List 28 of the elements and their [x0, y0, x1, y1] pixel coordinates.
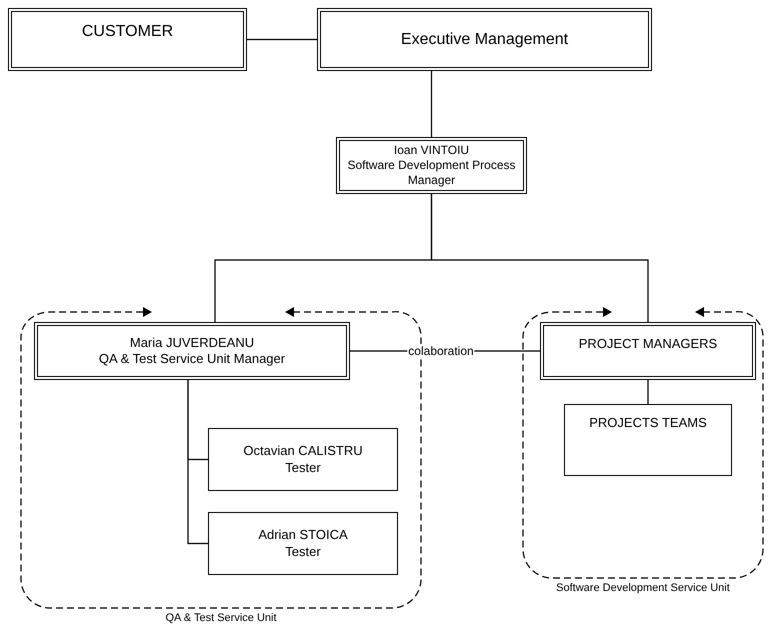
- connector-line: [430, 194, 649, 322]
- org-box: [317, 8, 652, 71]
- box-subtitle: Software Development Process Manager: [346, 158, 517, 188]
- edge-label: colaboration: [407, 344, 475, 358]
- connector-line: [187, 380, 208, 544]
- box-subtitle: Tester: [285, 460, 321, 476]
- box-title: Octavian CALISTRU: [243, 443, 363, 460]
- connector-line: [647, 380, 649, 404]
- unit-label: QA & Test Service Unit: [165, 612, 277, 624]
- org-box: [540, 322, 756, 380]
- org-box: [564, 404, 732, 476]
- box-title: Executive Management: [400, 30, 568, 50]
- box-title: PROJECTS TEAMS: [589, 415, 707, 432]
- org-box: [208, 428, 398, 491]
- org-box: [34, 322, 350, 380]
- box-title: Ioan VINTOIU: [394, 143, 470, 158]
- box-title: Adrian STOICA: [258, 527, 348, 544]
- box-title: PROJECT MANAGERS: [578, 336, 718, 352]
- box-title: Maria JUVERDEANU: [130, 334, 254, 351]
- box-subtitle: Tester: [285, 544, 321, 560]
- box-title: CUSTOMER: [82, 22, 174, 42]
- connector-line: [430, 71, 432, 137]
- unit-label: Software Development Service Unit: [556, 582, 730, 594]
- org-box: [336, 137, 527, 194]
- box-subtitle: QA & Test Service Unit Manager: [98, 351, 286, 368]
- org-box: [208, 512, 398, 575]
- org-box: [8, 8, 247, 71]
- connector-line: [247, 38, 317, 40]
